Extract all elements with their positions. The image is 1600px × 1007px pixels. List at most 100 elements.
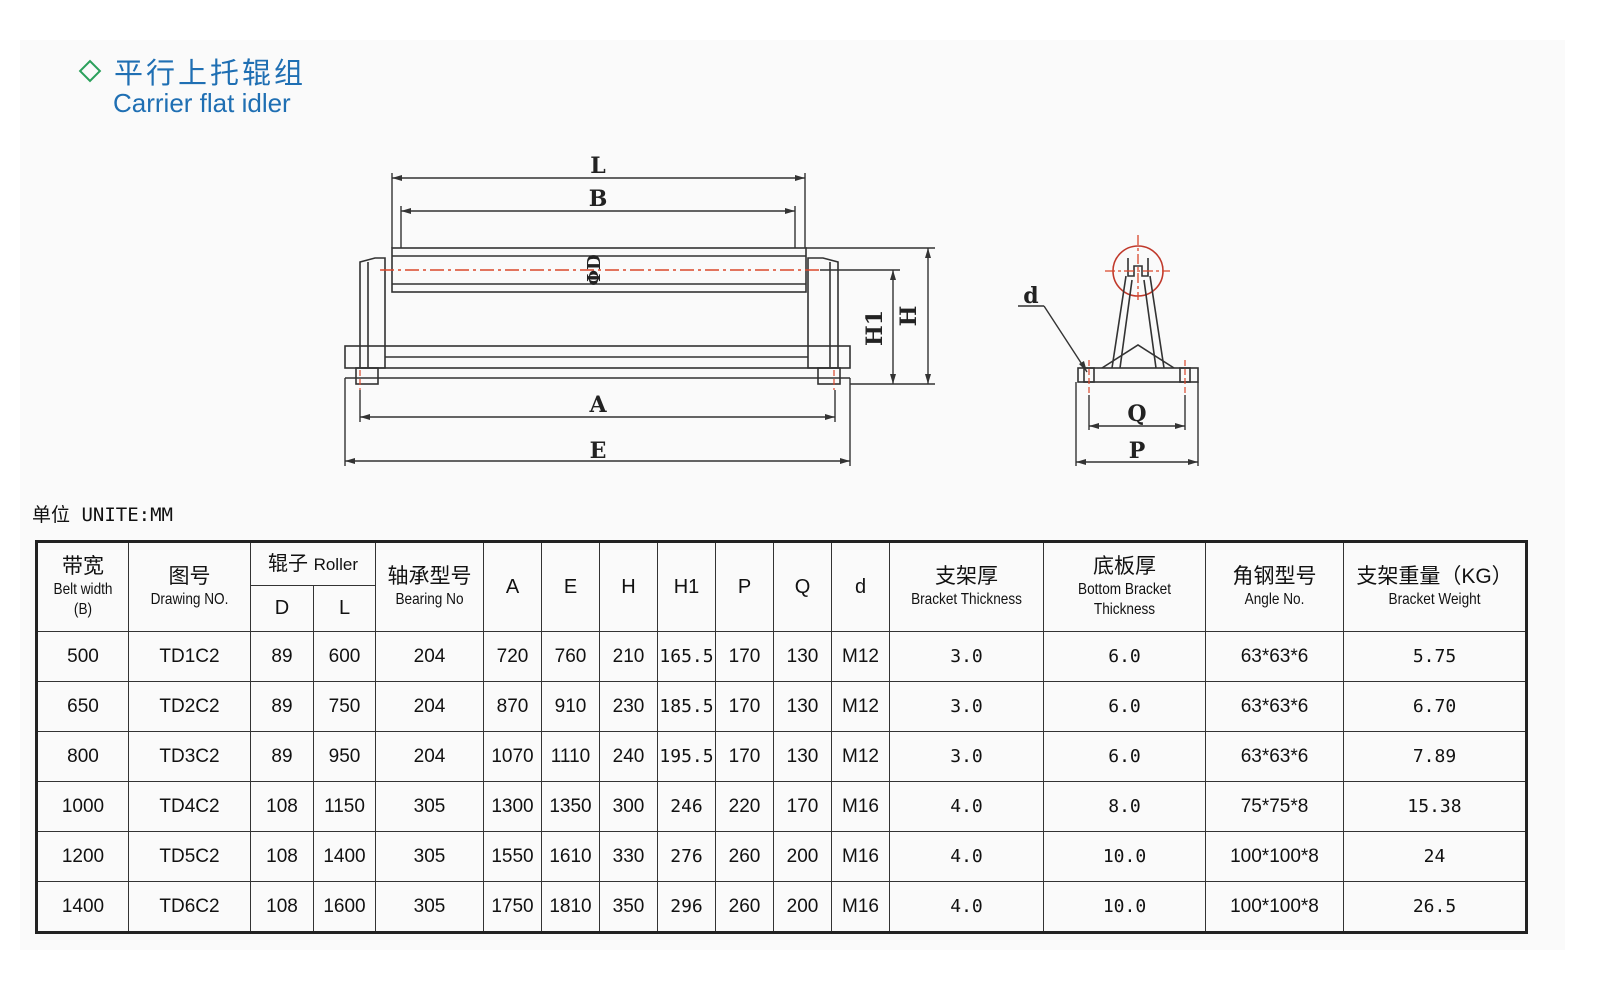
header-roller: 辊子 Roller (250, 541, 376, 586)
table-cell: 26.5 (1343, 881, 1527, 933)
table-cell: 600 (313, 631, 376, 682)
table-cell: 3.0 (889, 631, 1044, 682)
spec-table: 带宽 Belt width (B) 图号 Drawing NO. 辊子 Roll… (35, 540, 1528, 934)
table-cell: 300 (599, 781, 658, 832)
table-cell: 204 (375, 631, 484, 682)
table-cell: M12 (831, 731, 890, 782)
table-cell: 170 (715, 681, 774, 732)
table-cell: 800 (36, 731, 129, 782)
table-cell: 170 (715, 631, 774, 682)
header-row-1: 带宽 Belt width (B) 图号 Drawing NO. 辊子 Roll… (36, 541, 1527, 632)
table-cell: 108 (250, 831, 314, 882)
base-angle (344, 345, 851, 369)
table-cell: 195.5 (657, 731, 716, 782)
table-cell: 1400 (313, 831, 376, 882)
dim-label-E: E (590, 438, 607, 464)
left-bracket (359, 257, 386, 369)
table-cell: 170 (715, 731, 774, 782)
table-cell: 350 (599, 881, 658, 933)
table-cell: 89 (250, 631, 314, 682)
table-cell: 204 (375, 731, 484, 782)
table-cell: TD1C2 (128, 631, 251, 682)
table-cell: 305 (375, 781, 484, 832)
header-bracket-thickness: 支架厚 Bracket Thickness (889, 541, 1044, 632)
table-cell: 305 (375, 881, 484, 933)
table-cell: 4.0 (889, 881, 1044, 933)
dim-label-H1: H1 (862, 310, 888, 346)
table-cell: 3.0 (889, 681, 1044, 732)
header-angle-no: 角钢型号 Angle No. (1205, 541, 1344, 632)
dim-label-d: d (1023, 283, 1038, 309)
table-cell: 296 (657, 881, 716, 933)
table-cell: 1350 (541, 781, 600, 832)
table-cell: 165.5 (657, 631, 716, 682)
table-cell: 10.0 (1043, 831, 1206, 882)
table-cell: 100*100*8 (1205, 881, 1344, 933)
title-cn-text: 平行上托辊组 (114, 56, 307, 90)
table-cell: 89 (250, 681, 314, 732)
table-cell: TD3C2 (128, 731, 251, 782)
table-cell: 170 (773, 781, 832, 832)
table-cell: 7.89 (1343, 731, 1527, 782)
table-cell: 500 (36, 631, 129, 682)
header-P: P (715, 541, 774, 632)
table-cell: TD4C2 (128, 781, 251, 832)
unit-label: 单位 UNITE:MM (32, 504, 173, 526)
table-cell: 910 (541, 681, 600, 732)
table-cell: 6.0 (1043, 681, 1206, 732)
table-cell: M16 (831, 831, 890, 882)
table-cell: 8.0 (1043, 781, 1206, 832)
dim-label-P: P (1129, 438, 1146, 464)
table-cell: 230 (599, 681, 658, 732)
header-Q: Q (773, 541, 832, 632)
table-cell: TD2C2 (128, 681, 251, 732)
table-cell: 63*63*6 (1205, 731, 1344, 782)
table-cell: 4.0 (889, 781, 1044, 832)
header-belt-width: 带宽 Belt width (B) (36, 541, 129, 632)
table-cell: 10.0 (1043, 881, 1206, 933)
table-cell: 1400 (36, 881, 129, 933)
header-bearing: 轴承型号 Bearing No (375, 541, 484, 632)
dim-label-A: A (588, 392, 607, 418)
table-cell: 260 (715, 831, 774, 882)
header-roller-L: L (313, 585, 376, 632)
table-cell: 4.0 (889, 831, 1044, 882)
table-cell: 75*75*8 (1205, 781, 1344, 832)
dim-label-Q: Q (1127, 401, 1146, 427)
table-cell: 246 (657, 781, 716, 832)
header-bracket-weight: 支架重量（KG） Bracket Weight (1343, 541, 1527, 632)
table-cell: 108 (250, 781, 314, 832)
title-chinese: 平行上托辊组 (78, 50, 306, 92)
table-cell: 3.0 (889, 731, 1044, 782)
table-cell: 63*63*6 (1205, 681, 1344, 732)
header-bottom-bracket: 底板厚 Bottom Bracket Thickness (1043, 541, 1206, 632)
table-cell: 650 (36, 681, 129, 732)
table-cell: 220 (715, 781, 774, 832)
table-cell: 720 (483, 631, 542, 682)
table-cell: 760 (541, 631, 600, 682)
table-cell: 130 (773, 631, 832, 682)
side-view (1077, 245, 1199, 383)
table-cell: 1300 (483, 781, 542, 832)
table-cell: 6.0 (1043, 631, 1206, 682)
title-english: Carrier flat idler (113, 88, 291, 118)
table-cell: TD5C2 (128, 831, 251, 882)
table-cell: 210 (599, 631, 658, 682)
header-drawing-no: 图号 Drawing NO. (128, 541, 251, 632)
dimension-arrows (345, 175, 931, 464)
table-cell: M16 (831, 781, 890, 832)
dimensions (344, 173, 935, 466)
technical-drawing: L B A E ΦD H1 H d Q P (344, 153, 1199, 466)
dim-label-H: H (896, 306, 922, 327)
right-bracket (807, 257, 839, 369)
table-cell: 6.0 (1043, 731, 1206, 782)
header-H1: H1 (657, 541, 716, 632)
front-view (344, 247, 851, 385)
table-cell: M12 (831, 631, 890, 682)
table-cell: 1550 (483, 831, 542, 882)
